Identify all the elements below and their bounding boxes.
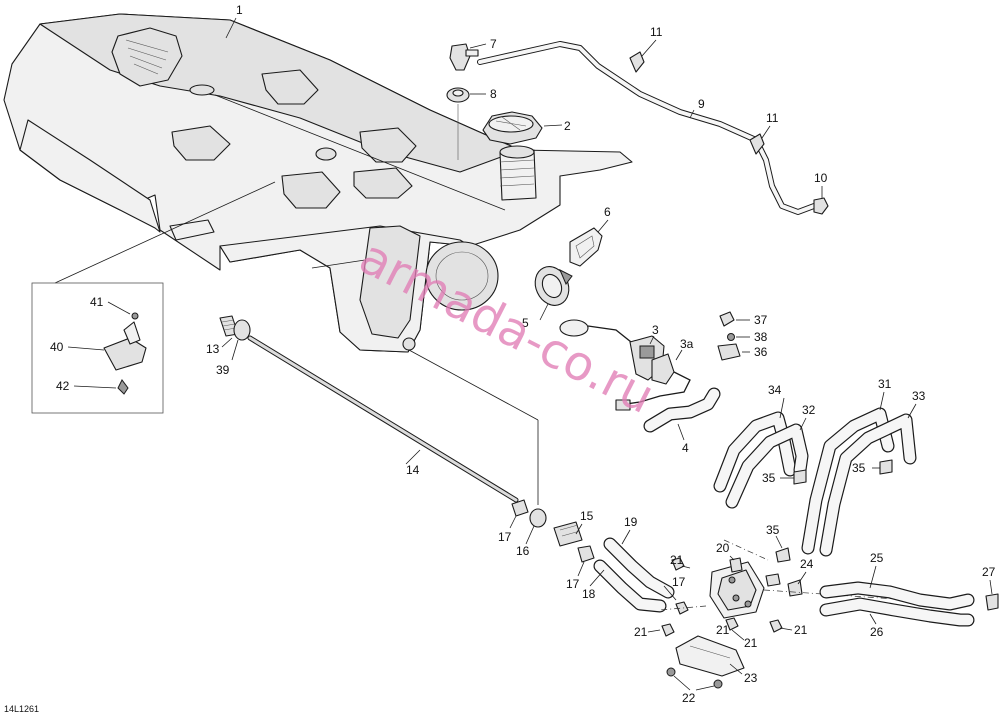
callout-36: 36: [754, 345, 768, 359]
lock-ring: [534, 266, 573, 306]
fuel-tank: [3, 13, 633, 353]
filter-bracket: [675, 635, 745, 677]
callout-21-b: 21: [634, 625, 648, 639]
callout-5: 5: [522, 316, 529, 330]
callout-4: 4: [682, 441, 689, 455]
callout-32: 32: [802, 403, 816, 417]
callout-27: 27: [982, 565, 996, 579]
o-ring: [529, 508, 547, 528]
filter-fitting: [729, 557, 743, 573]
callout-42: 42: [56, 379, 70, 393]
callout-11-mid: 11: [766, 111, 779, 125]
callout-33: 33: [912, 389, 926, 403]
hose-33: [819, 413, 917, 557]
callout-3: 3: [652, 323, 659, 337]
washer: [233, 319, 251, 341]
fuel-hose-long: [819, 581, 975, 611]
callout-1: 1: [236, 3, 243, 17]
reference-code: 14L1261: [4, 704, 39, 714]
vent-valve: [449, 43, 479, 71]
callout-21-a: 21: [670, 553, 684, 567]
callout-13: 13: [206, 342, 220, 356]
callout-23: 23: [744, 671, 758, 685]
grommet: [446, 87, 470, 103]
callout-35-b: 35: [852, 461, 866, 475]
callout-39: 39: [216, 363, 230, 377]
check-valve: [629, 51, 645, 73]
callout-14: 14: [406, 463, 420, 477]
hose-clamp: [765, 573, 781, 587]
nut: [671, 557, 685, 571]
nut: [675, 601, 689, 615]
callout-31: 31: [878, 377, 892, 391]
callout-16: 16: [516, 544, 530, 558]
banjo-fitting: [553, 521, 583, 547]
callout-15: 15: [580, 509, 594, 523]
fuel-filter: [709, 561, 765, 619]
callout-18: 18: [582, 587, 596, 601]
callout-34: 34: [768, 383, 782, 397]
check-valve: [749, 133, 765, 155]
callout-17-a: 17: [498, 530, 512, 544]
callout-6: 6: [604, 205, 611, 219]
callout-38: 38: [754, 330, 768, 344]
hose-cap: [813, 197, 829, 215]
callout-11-top: 11: [650, 25, 663, 39]
callout-20: 20: [716, 541, 730, 555]
hose-31: [801, 407, 895, 555]
callout-2: 2: [564, 119, 571, 133]
fuel-hose-long: [819, 597, 975, 627]
nut: [769, 619, 783, 633]
fuel-pump: [559, 319, 691, 411]
callout-7: 7: [490, 37, 497, 51]
callout-19: 19: [624, 515, 638, 529]
callout-41: 41: [90, 295, 104, 309]
connector: [787, 579, 803, 597]
hose-clamp: [985, 593, 999, 611]
callout-22: 22: [682, 691, 696, 705]
hose-clamp: [879, 459, 893, 475]
bracket: [717, 343, 741, 361]
callout-9: 9: [698, 97, 705, 111]
fuel-hose: [593, 559, 667, 613]
callout-37: 37: [754, 313, 768, 327]
clip: [719, 311, 735, 327]
callout-25: 25: [870, 551, 884, 565]
callout-21-d: 21: [744, 636, 758, 650]
callout-8: 8: [490, 87, 497, 101]
connector: [511, 499, 529, 517]
callout-35-a: 35: [762, 471, 776, 485]
fuel-hose-short: [643, 387, 721, 433]
detail-inset: [31, 282, 164, 414]
nut: [661, 623, 675, 637]
hose-32: [725, 423, 809, 509]
callout-35-c: 35: [766, 523, 780, 537]
callout-26: 26: [870, 625, 884, 639]
hose-clamp: [793, 469, 807, 485]
callout-17-c: 17: [672, 575, 686, 589]
callout-40: 40: [50, 340, 64, 354]
screw: [666, 667, 676, 677]
hose-34: [713, 411, 797, 493]
callout-10: 10: [814, 171, 828, 185]
screw: [713, 679, 723, 689]
fuel-line: [247, 335, 519, 503]
callout-17-b: 17: [566, 577, 580, 591]
gasket: [569, 227, 603, 267]
callout-21-e: 21: [794, 623, 808, 637]
nut: [725, 617, 739, 631]
screw: [727, 333, 735, 341]
fuel-hose: [603, 537, 675, 599]
vent-hose: [477, 41, 817, 215]
hose-clamp: [775, 547, 791, 563]
callout-3a: 3a: [680, 337, 694, 351]
callout-24: 24: [800, 557, 814, 571]
filler-cap: [482, 111, 543, 145]
callout-21-c: 21: [716, 623, 730, 637]
connector: [577, 545, 595, 563]
